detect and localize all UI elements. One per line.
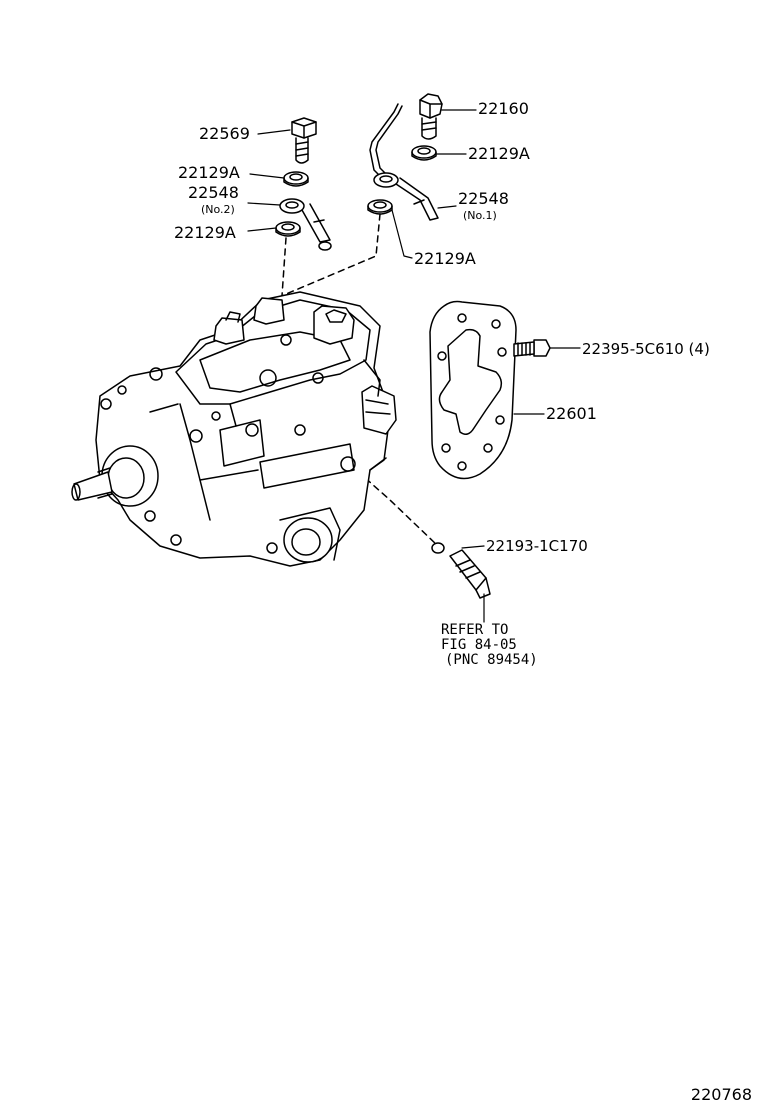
washer-22129A-left-upper-icon	[284, 172, 308, 186]
label-22129A-left-upper: 22129A	[178, 163, 240, 182]
leader-lines	[248, 110, 580, 622]
label-22160: 22160	[478, 99, 529, 118]
washer-22129A-left-lower-icon	[276, 222, 300, 236]
label-22548-no1: 22548	[458, 189, 509, 208]
label-22129A-right-upper: 22129A	[468, 144, 530, 163]
label-22129A-right-lower: 22129A	[414, 249, 476, 268]
screw-22395-icon	[514, 340, 550, 356]
sensor-22193-icon	[432, 543, 490, 598]
bolt-22160-icon	[420, 94, 442, 139]
label-22129A-left-lower: 22129A	[174, 223, 236, 242]
gasket-plate-22601-icon	[430, 302, 516, 479]
injection-pump-icon	[72, 292, 396, 566]
label-22569: 22569	[199, 124, 250, 143]
label-22193: 22193-1C170	[486, 537, 588, 555]
label-22601: 22601	[546, 404, 597, 423]
washer-22129A-right-upper-icon	[412, 146, 436, 160]
reference-line-2: FIG 84-05	[441, 637, 517, 653]
reference-line-1: REFER TO	[441, 622, 509, 638]
diagram-code: 220768	[690, 1085, 752, 1104]
reference-line-3: (PNC 89454)	[445, 652, 538, 668]
fitting-22548-no1-icon	[370, 104, 438, 220]
label-22548-no1-note: (No.1)	[463, 209, 497, 222]
bolt-22569-icon	[292, 118, 316, 163]
fitting-22548-no2-icon	[280, 199, 331, 250]
washer-22129A-right-lower-icon	[368, 200, 392, 214]
label-22395: 22395-5C610 (4)	[582, 340, 710, 358]
label-22548-no2-note: (No.2)	[201, 203, 235, 216]
label-22548-no2: 22548	[188, 183, 239, 202]
